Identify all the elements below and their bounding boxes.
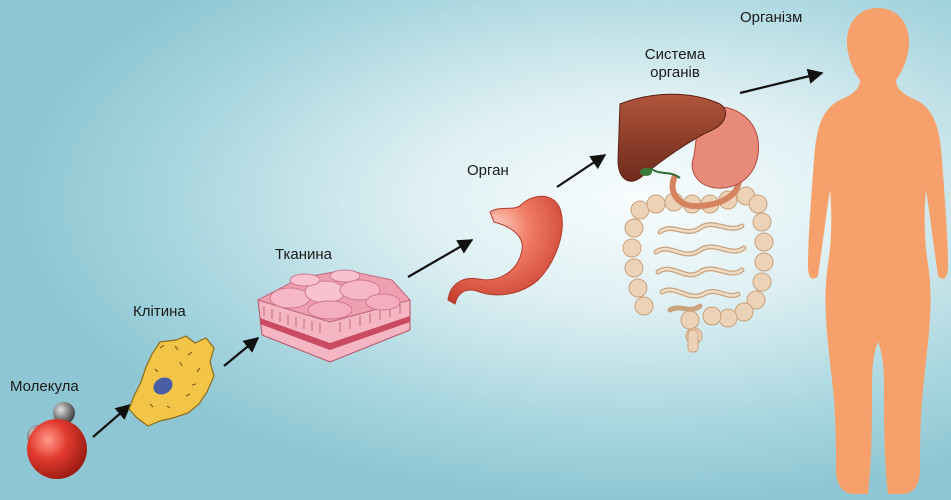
arrow-organ-to-system (557, 155, 605, 187)
label-organism: Організм (740, 9, 802, 27)
label-organ: Орган (467, 162, 509, 180)
label-tissue: Тканина (275, 246, 332, 264)
arrow-system-to-organism (740, 73, 822, 93)
cell-icon (129, 336, 214, 426)
tissue-icon (258, 270, 410, 362)
label-molecule: Молекула (10, 378, 79, 396)
label-organ-system: Система органів (630, 46, 720, 82)
arrow-molecule-to-cell (93, 405, 130, 437)
stomach-icon (448, 196, 562, 304)
arrow-cell-to-tissue (224, 338, 258, 366)
human-silhouette-icon (808, 8, 948, 494)
arrow-tissue-to-organ (408, 240, 472, 277)
digestive-system-icon (618, 94, 773, 352)
label-cell: Клітина (133, 303, 186, 321)
label-organ-system-line2: органів (630, 64, 720, 82)
water-molecule-icon (27, 402, 87, 479)
label-organ-system-line1: Система (630, 46, 720, 64)
